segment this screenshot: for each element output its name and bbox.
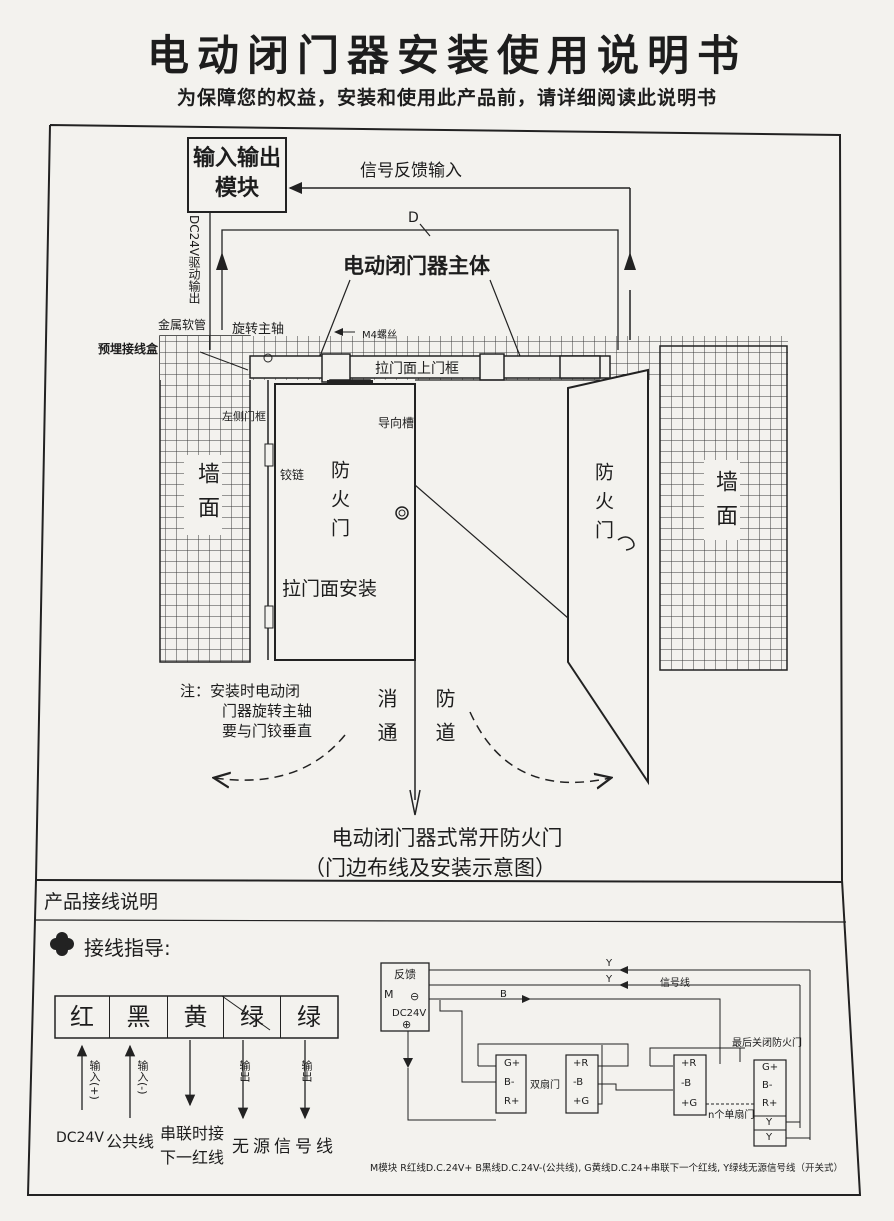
terminal-d-1: G+ — [762, 1062, 779, 1073]
caption-line-1: 电动闭门器式常开防火门 — [331, 826, 563, 850]
bottom-label-passive: 无源信号线 — [232, 1137, 337, 1157]
terminal-c-3: +G — [681, 1098, 698, 1109]
terminal-a-1: G+ — [504, 1058, 521, 1069]
terminal-d-4: Y — [766, 1117, 773, 1128]
screw-label: M4螺丝 — [362, 330, 397, 341]
schematic-m: M — [384, 988, 394, 1001]
passage-left-label: 消通 — [374, 688, 398, 756]
terminal-double-a — [495, 1054, 527, 1114]
wiring-guide-title: 接线指导: — [84, 936, 171, 960]
page-title: 电动闭门器安装使用说明书 — [146, 31, 747, 80]
terminal-a-3: R+ — [504, 1096, 520, 1107]
io-module-label-2: 模块 — [214, 176, 259, 201]
module-box — [380, 962, 430, 1032]
schematic-plus: ⊕ — [402, 1018, 412, 1031]
bottom-label-common: 公共线 — [106, 1132, 155, 1151]
hinge-label: 铰链 — [280, 468, 305, 482]
terminal-a-2: B- — [504, 1077, 515, 1088]
d-label: D — [408, 210, 419, 226]
color-cell-black: 黑 — [110, 996, 168, 1038]
terminal-last — [753, 1059, 787, 1147]
bullet-icon — [50, 932, 74, 956]
left-door — [274, 383, 416, 661]
arrow-label-output-2: 输出 — [300, 1060, 313, 1082]
bottom-label-serial-1: 串联时接 — [160, 1124, 225, 1143]
left-frame-label: 左侧门框 — [222, 410, 266, 423]
right-door — [567, 368, 649, 786]
schematic-signal-line: 信号线 — [660, 978, 690, 989]
schematic-y-1: Y — [606, 958, 613, 969]
terminal-b-3: +G — [573, 1096, 590, 1107]
color-cell-yellow: 黄 — [168, 996, 224, 1038]
terminal-d-2: B- — [762, 1080, 773, 1091]
terminal-c-1: +R — [681, 1058, 697, 1069]
io-module-box — [187, 137, 287, 213]
io-module-label-1: 输入输出 — [192, 146, 281, 171]
frame-label: 拉门面上门框 — [375, 361, 459, 377]
schematic-last-door: 最后关闭防火门 — [732, 1038, 802, 1049]
color-table — [54, 995, 339, 1039]
rotating-shaft-label: 旋转主轴 — [232, 322, 285, 337]
wall-left-label: 墙面 — [194, 462, 219, 530]
schematic-minus: ⊖ — [410, 990, 420, 1003]
pull-side-label: 拉门面安装 — [282, 578, 378, 600]
main-body-label: 电动闭门器主体 — [343, 254, 490, 278]
terminal-b-2: -B — [573, 1077, 584, 1088]
wiring-section-title: 产品接线说明 — [44, 891, 159, 913]
schematic-feedback: 反馈 — [394, 968, 416, 981]
terminal-b-1: +R — [573, 1058, 589, 1069]
schematic-legend: M模块 R红线D.C.24V+ B黑线D.C.24V-(公共线), G黄线D.C… — [370, 1163, 844, 1174]
terminal-d-5: Y — [766, 1132, 773, 1143]
color-cell-green-1: 绿 — [224, 996, 281, 1038]
terminal-single — [673, 1054, 707, 1116]
dc-drive-output-label: DC24V驱动输出 — [187, 215, 201, 305]
passage-right-label: 防道 — [432, 688, 456, 756]
left-door-label: 防火门 — [328, 460, 350, 547]
terminal-double-b — [565, 1054, 599, 1114]
note-line-1: 注：安装时电动闭 — [180, 682, 301, 700]
schematic-y-2: Y — [606, 974, 613, 985]
signal-feedback-label: 信号反馈输入 — [360, 161, 462, 181]
page-subtitle: 为保障您的权益，安装和使用此产品前，请详细阅读此说明书 — [176, 87, 717, 109]
metal-hose-label: 金属软管 — [158, 318, 207, 332]
terminal-d-3: R+ — [762, 1098, 778, 1109]
schematic-single-doors: n个单扇门 — [708, 1110, 755, 1121]
terminal-c-2: -B — [681, 1078, 692, 1089]
guide-groove-label: 导向槽 — [378, 416, 415, 430]
arrow-label-input-minus: 输入(-) — [136, 1060, 149, 1095]
color-cell-green-2: 绿 — [297, 1003, 321, 1031]
embedded-box-label: 预埋接线盒 — [98, 342, 159, 356]
bottom-label-serial-2: 下一红线 — [160, 1148, 225, 1167]
arrow-label-output-1: 输出 — [238, 1060, 251, 1082]
wall-right-label: 墙面 — [712, 470, 737, 538]
right-door-label: 防火门 — [592, 462, 614, 549]
schematic-b: B — [500, 989, 507, 1000]
note-line-2: 门器旋转主轴 — [222, 702, 313, 720]
arrow-label-input-plus: 输入(+) — [88, 1060, 101, 1100]
caption-line-2: （门边布线及安装示意图） — [304, 856, 556, 880]
schematic-double-door: 双扇门 — [530, 1080, 560, 1091]
color-cell-red: 红 — [55, 996, 110, 1038]
schematic-dc: DC24V — [392, 1008, 427, 1019]
note-line-3: 要与门铰垂直 — [222, 722, 313, 740]
bottom-label-dc: DC24V — [56, 1130, 104, 1146]
